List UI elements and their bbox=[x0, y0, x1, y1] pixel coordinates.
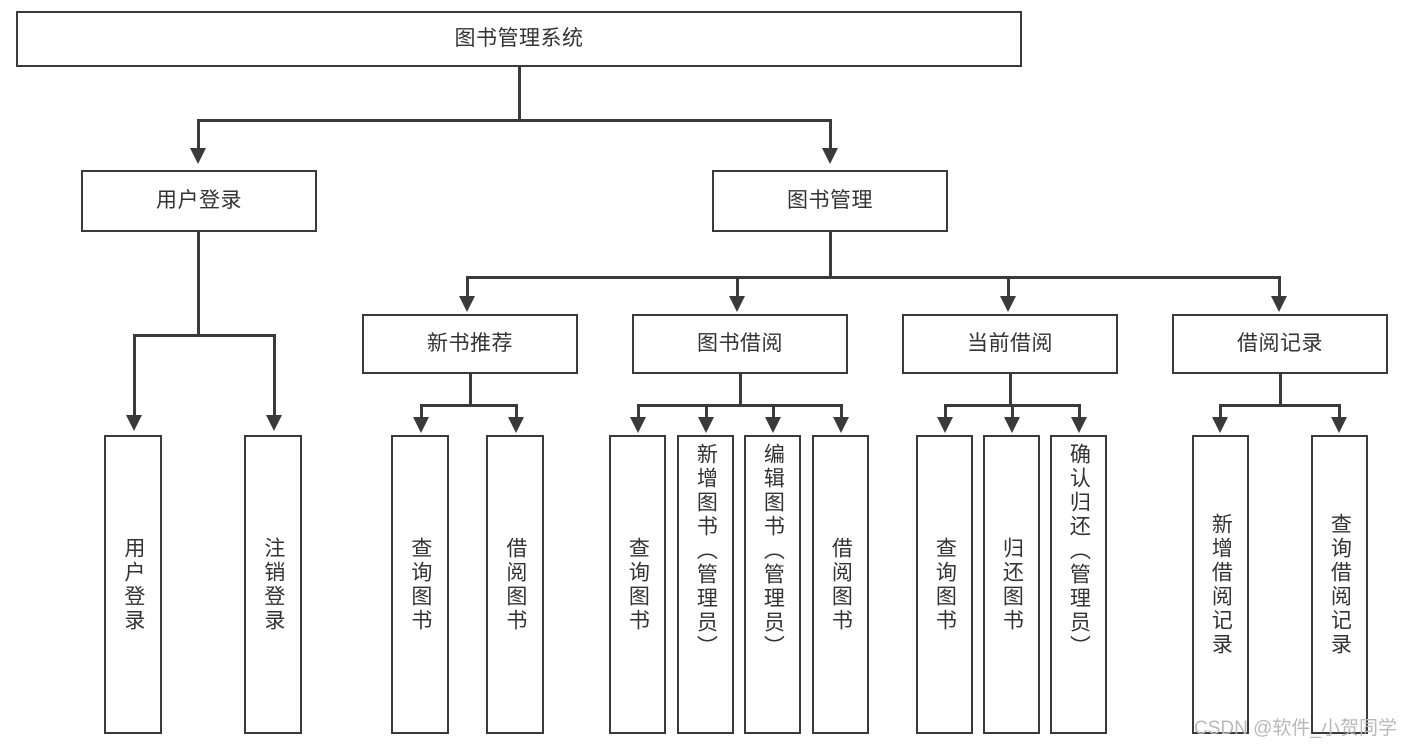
node-label: 查询图书 bbox=[408, 536, 432, 633]
arrow-book-borrow-to-leaf1 bbox=[630, 417, 646, 433]
connector-new-book-to-leaf1 bbox=[420, 404, 423, 420]
connector-book-mgmt-to-borrow-record bbox=[1278, 276, 1281, 298]
node-label: 借阅图书 bbox=[829, 536, 853, 633]
connector-new-book-stem bbox=[469, 374, 472, 406]
node-book-borrow[interactable]: 图书借阅 bbox=[632, 314, 848, 374]
arrow-book-mgmt-to-current-borrow bbox=[1000, 296, 1016, 312]
arrow-book-borrow-to-leaf3 bbox=[765, 417, 781, 433]
connector-root-stem bbox=[518, 67, 521, 121]
leaf-new-book-query-book[interactable]: 查询图书 bbox=[391, 435, 449, 734]
arrow-current-borrow-to-leaf3 bbox=[1071, 417, 1087, 433]
leaf-user-login-login[interactable]: 用户登录 bbox=[104, 435, 162, 734]
leaf-book-borrow-borrow-book[interactable]: 借阅图书 bbox=[812, 435, 869, 734]
arrow-book-mgmt-to-book-borrow bbox=[729, 296, 745, 312]
connector-root-to-user-login bbox=[197, 119, 200, 149]
arrow-root-to-book-mgmt bbox=[822, 148, 838, 164]
leaf-borrow-record-add-record[interactable]: 新增借阅记录 bbox=[1192, 435, 1249, 734]
node-label: 注销登录 bbox=[261, 536, 285, 633]
connector-book-borrow-bus bbox=[637, 404, 842, 407]
connector-book-borrow-to-leaf2 bbox=[705, 404, 708, 420]
node-label: 借阅图书 bbox=[503, 536, 527, 633]
connector-book-mgmt-to-new-book bbox=[466, 276, 469, 298]
connector-new-book-to-leaf2 bbox=[515, 404, 518, 420]
node-borrow-record[interactable]: 借阅记录 bbox=[1172, 314, 1388, 374]
node-label: 查询图书 bbox=[626, 536, 650, 633]
connector-new-book-bus bbox=[420, 404, 517, 407]
node-label: 编辑图书（管理员） bbox=[761, 443, 785, 659]
leaf-current-borrow-return-book[interactable]: 归还图书 bbox=[983, 435, 1040, 734]
node-book-management[interactable]: 图书管理 bbox=[712, 170, 948, 232]
arrow-new-book-to-leaf1 bbox=[413, 417, 429, 433]
node-label: 归还图书 bbox=[1000, 536, 1024, 633]
leaf-book-borrow-edit-book-admin[interactable]: 编辑图书（管理员） bbox=[744, 435, 801, 734]
arrow-borrow-record-to-leaf1 bbox=[1212, 417, 1228, 433]
leaf-borrow-record-query-record[interactable]: 查询借阅记录 bbox=[1311, 435, 1368, 734]
node-label: 确认归还（管理员） bbox=[1067, 443, 1091, 659]
connector-user-login-bus bbox=[133, 334, 275, 337]
leaf-new-book-borrow-book[interactable]: 借阅图书 bbox=[486, 435, 544, 734]
node-root-library-system[interactable]: 图书管理系统 bbox=[16, 11, 1022, 67]
connector-book-borrow-to-leaf4 bbox=[840, 404, 843, 420]
node-user-login[interactable]: 用户登录 bbox=[81, 170, 317, 232]
connector-book-mgmt-stem bbox=[829, 232, 832, 278]
node-label: 查询图书 bbox=[933, 536, 957, 633]
node-label: 当前借阅 bbox=[967, 332, 1053, 356]
arrow-root-to-user-login bbox=[190, 148, 206, 164]
connector-book-mgmt-bus bbox=[466, 276, 1280, 279]
arrow-book-borrow-to-leaf2 bbox=[698, 417, 714, 433]
connector-borrow-record-to-leaf2 bbox=[1338, 404, 1341, 420]
arrow-book-borrow-to-leaf4 bbox=[833, 417, 849, 433]
arrow-book-mgmt-to-borrow-record bbox=[1271, 296, 1287, 312]
arrow-user-login-to-leaf2 bbox=[266, 415, 282, 431]
connector-user-login-to-leaf1 bbox=[133, 334, 136, 416]
node-label: 新增图书（管理员） bbox=[694, 443, 718, 659]
leaf-book-borrow-query-book[interactable]: 查询图书 bbox=[609, 435, 666, 734]
connector-current-borrow-to-leaf1 bbox=[944, 404, 947, 420]
node-label: 新增借阅记录 bbox=[1209, 512, 1233, 657]
connector-book-borrow-stem bbox=[739, 374, 742, 406]
node-label: 图书管理系统 bbox=[454, 27, 584, 51]
leaf-book-borrow-add-book-admin[interactable]: 新增图书（管理员） bbox=[677, 435, 734, 734]
connector-root-bus bbox=[197, 119, 831, 122]
connector-root-to-book-mgmt bbox=[829, 119, 832, 149]
node-label: 图书管理 bbox=[787, 189, 873, 213]
arrow-borrow-record-to-leaf2 bbox=[1331, 417, 1347, 433]
arrow-book-mgmt-to-new-book bbox=[459, 296, 475, 312]
connector-current-borrow-to-leaf3 bbox=[1078, 404, 1081, 420]
connector-user-login-to-leaf2 bbox=[273, 334, 276, 416]
connector-borrow-record-to-leaf1 bbox=[1219, 404, 1222, 420]
leaf-current-borrow-confirm-return-admin[interactable]: 确认归还（管理员） bbox=[1050, 435, 1107, 734]
connector-current-borrow-stem bbox=[1009, 374, 1012, 406]
connector-user-login-stem bbox=[197, 232, 200, 336]
connector-book-mgmt-to-book-borrow bbox=[736, 276, 739, 298]
node-label: 新书推荐 bbox=[427, 332, 513, 356]
connector-book-borrow-to-leaf1 bbox=[637, 404, 640, 420]
node-new-book-recommend[interactable]: 新书推荐 bbox=[362, 314, 578, 374]
arrow-user-login-to-leaf1 bbox=[126, 415, 142, 431]
node-label: 用户登录 bbox=[121, 536, 145, 633]
connector-borrow-record-bus bbox=[1219, 404, 1340, 407]
connector-book-mgmt-to-current-borrow bbox=[1007, 276, 1010, 298]
node-label: 查询借阅记录 bbox=[1328, 512, 1352, 657]
connector-current-borrow-to-leaf2 bbox=[1011, 404, 1014, 420]
leaf-current-borrow-query-book[interactable]: 查询图书 bbox=[916, 435, 973, 734]
node-label: 用户登录 bbox=[156, 189, 242, 213]
node-label: 借阅记录 bbox=[1237, 332, 1323, 356]
connector-borrow-record-stem bbox=[1279, 374, 1282, 406]
arrow-current-borrow-to-leaf2 bbox=[1004, 417, 1020, 433]
node-label: 图书借阅 bbox=[697, 332, 783, 356]
leaf-user-login-logout[interactable]: 注销登录 bbox=[244, 435, 302, 734]
arrow-new-book-to-leaf2 bbox=[508, 417, 524, 433]
arrow-current-borrow-to-leaf1 bbox=[937, 417, 953, 433]
node-current-borrow[interactable]: 当前借阅 bbox=[902, 314, 1118, 374]
connector-book-borrow-to-leaf3 bbox=[772, 404, 775, 420]
